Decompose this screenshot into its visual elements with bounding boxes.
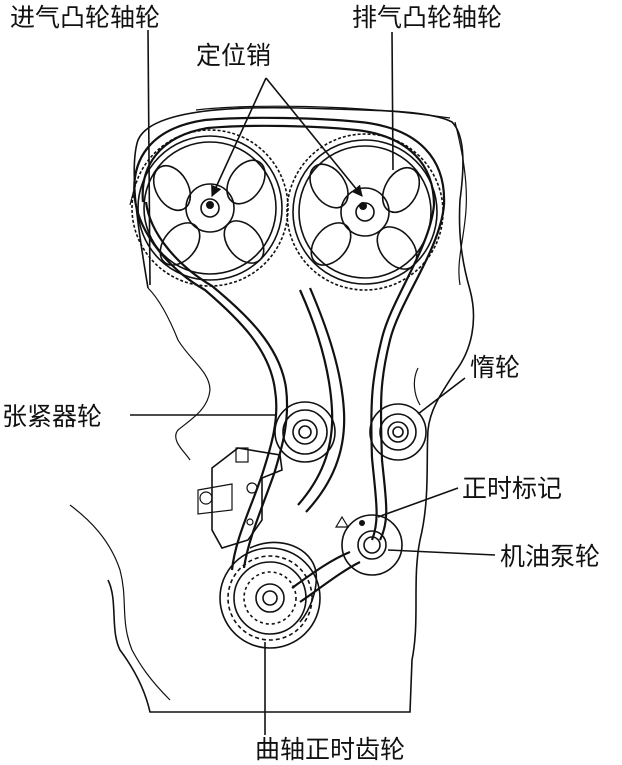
- label-intake-cam: 进气凸轮轴轮: [10, 3, 160, 32]
- label-timing-mark: 正时标记: [462, 474, 562, 503]
- idler-pulley: [369, 403, 427, 461]
- tensioner-pulley: [274, 401, 336, 463]
- crank-hub-outline: [249, 541, 318, 623]
- intake-cam-sprocket: [131, 129, 289, 287]
- tensioner-bracket: [197, 447, 283, 549]
- timing-mark-triangle: [334, 515, 350, 528]
- label-oil-pump: 机油泵轮: [500, 542, 600, 571]
- label-dowel-pin: 定位销: [196, 41, 271, 70]
- crankshaft-sprocket: [219, 547, 321, 649]
- engine-block-outline: [69, 105, 475, 713]
- exhaust-cam-sprocket: [286, 133, 444, 291]
- timing-belt: [133, 116, 446, 603]
- oil-pump-pulley: [341, 514, 403, 576]
- label-idler: 惰轮: [470, 353, 520, 382]
- leader-lines: [130, 29, 496, 735]
- label-tensioner: 张紧器轮: [2, 402, 102, 431]
- label-exhaust-cam: 排气凸轮轴轮: [352, 3, 502, 32]
- label-crank-sprocket: 曲轴正时齿轮: [255, 735, 405, 764]
